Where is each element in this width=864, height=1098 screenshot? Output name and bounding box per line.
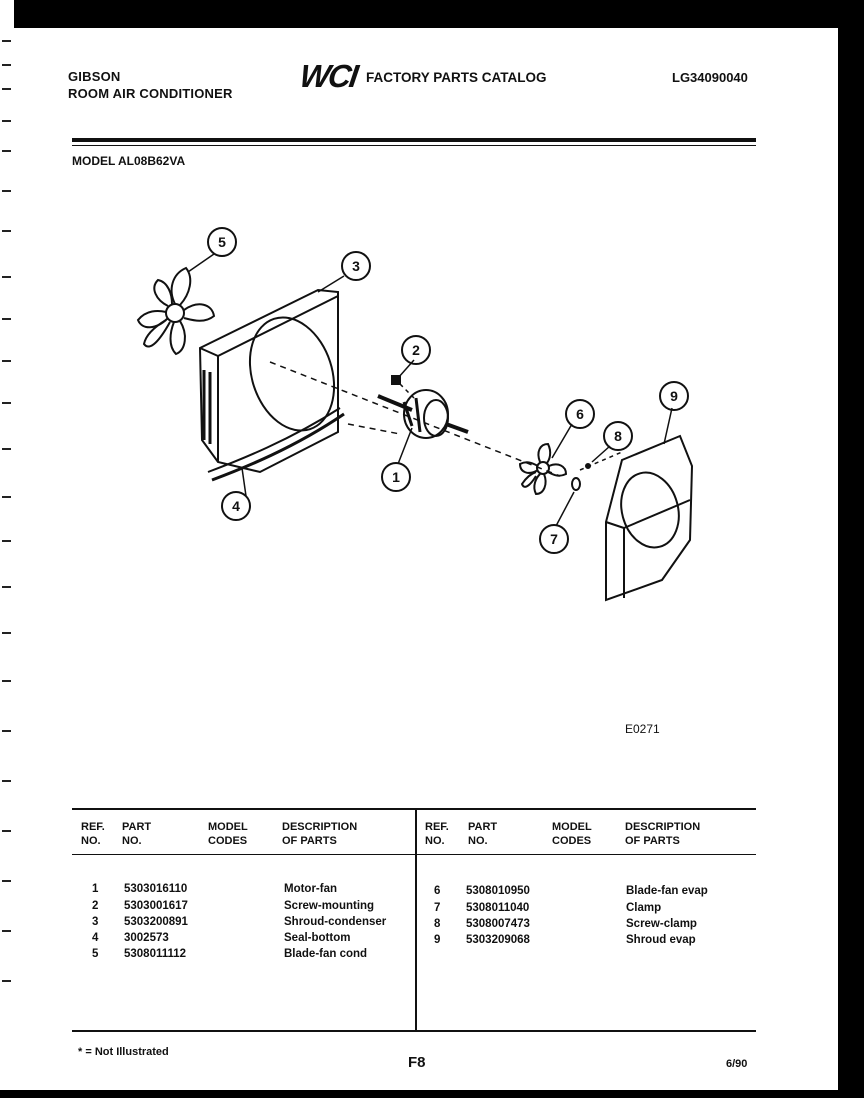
part-description: Seal-bottom	[284, 932, 351, 944]
part-description: Clamp	[626, 902, 662, 914]
header-rule-thin	[72, 145, 756, 146]
left-margin-strip	[0, 0, 14, 1098]
callout-4: 4	[232, 498, 240, 514]
ref-no: 7	[434, 902, 441, 914]
part-no: 5303209068	[466, 934, 530, 946]
callout-5-circle	[207, 227, 237, 257]
callout-6-circle	[565, 399, 595, 429]
catalog-title: FACTORY PARTS CATALOG	[366, 70, 547, 85]
part-no: 5303001617	[124, 900, 188, 912]
ref-no: 8	[434, 918, 441, 930]
part-description: Motor-fan	[284, 883, 338, 895]
part-no: 3002573	[124, 932, 169, 944]
page-number: F8	[408, 1054, 426, 1071]
callout-1: 1	[392, 469, 400, 485]
table-header-rule	[72, 854, 756, 855]
footnote-not-illustrated: * = Not Illustrated	[78, 1046, 169, 1058]
header-rule	[72, 138, 756, 142]
callout-8-circle	[603, 421, 633, 451]
mounting-screw	[391, 375, 401, 385]
callout-2-circle	[401, 335, 431, 365]
callout-7: 7	[550, 531, 558, 547]
callout-5: 5	[218, 234, 226, 250]
bottom-border	[0, 1090, 864, 1098]
bottom-seal	[207, 407, 345, 482]
model-label: MODEL AL08B62VA	[72, 154, 186, 168]
part-no: 5308010950	[466, 885, 530, 897]
fan-motor	[377, 389, 469, 439]
ref-no: 9	[434, 934, 441, 946]
callout-3-circle	[341, 251, 371, 281]
part-description: Shroud evap	[626, 934, 696, 946]
ref-no: 1	[92, 883, 99, 895]
ref-no: 2	[92, 900, 99, 912]
condenser-fan-blade	[136, 266, 216, 356]
part-description: Screw-mounting	[284, 900, 375, 912]
catalog-page: GIBSON ROOM AIR CONDITIONER WCI FACTORY …	[14, 28, 838, 1090]
part-description: Blade-fan cond	[284, 948, 368, 960]
table-divider	[415, 808, 417, 1032]
part-no: 5308011040	[466, 902, 530, 914]
evaporator-shroud	[605, 434, 694, 602]
part-no: 5303016110	[124, 883, 188, 895]
part-no: 5308007473	[466, 918, 530, 930]
ref-no: 5	[92, 948, 99, 960]
evaporator-fan-blade	[518, 442, 568, 496]
callout-1-circle	[381, 462, 411, 492]
header-brand-block: GIBSON ROOM AIR CONDITIONER	[68, 68, 233, 102]
part-description: Shroud-condenser	[284, 916, 387, 928]
part-description: Blade-fan evap	[626, 885, 708, 897]
ref-no: 4	[92, 932, 99, 944]
catalog-number: LG34090040	[672, 70, 748, 85]
part-description: Screw-clamp	[626, 918, 697, 930]
part-no: 5308011112	[124, 948, 187, 960]
revision-date: 6/90	[726, 1058, 748, 1070]
callout-8: 8	[614, 428, 622, 444]
exploded-parts-diagram: 5 3 2 1 4 6 8 9 7	[136, 227, 694, 602]
clamp	[571, 477, 581, 491]
product-name: ROOM AIR CONDITIONER	[68, 86, 233, 101]
callout-7-circle	[539, 524, 569, 554]
brand-name: GIBSON	[68, 69, 121, 84]
figure-code: E0271	[625, 722, 660, 736]
callout-9-circle	[659, 381, 689, 411]
ref-no: 3	[92, 916, 99, 928]
table-top-rule	[72, 808, 756, 810]
callout-9: 9	[670, 388, 678, 404]
part-no: 5303200891	[124, 916, 188, 928]
callout-3: 3	[352, 258, 360, 274]
table-bottom-rule	[72, 1030, 756, 1032]
ref-no: 6	[434, 885, 441, 897]
callout-6: 6	[576, 406, 584, 422]
header-ref-right: REF.NO.	[425, 821, 449, 847]
header-ref-left: REF.NO.	[81, 821, 105, 847]
callout-2: 2	[412, 342, 420, 358]
callout-4-circle	[221, 491, 251, 521]
